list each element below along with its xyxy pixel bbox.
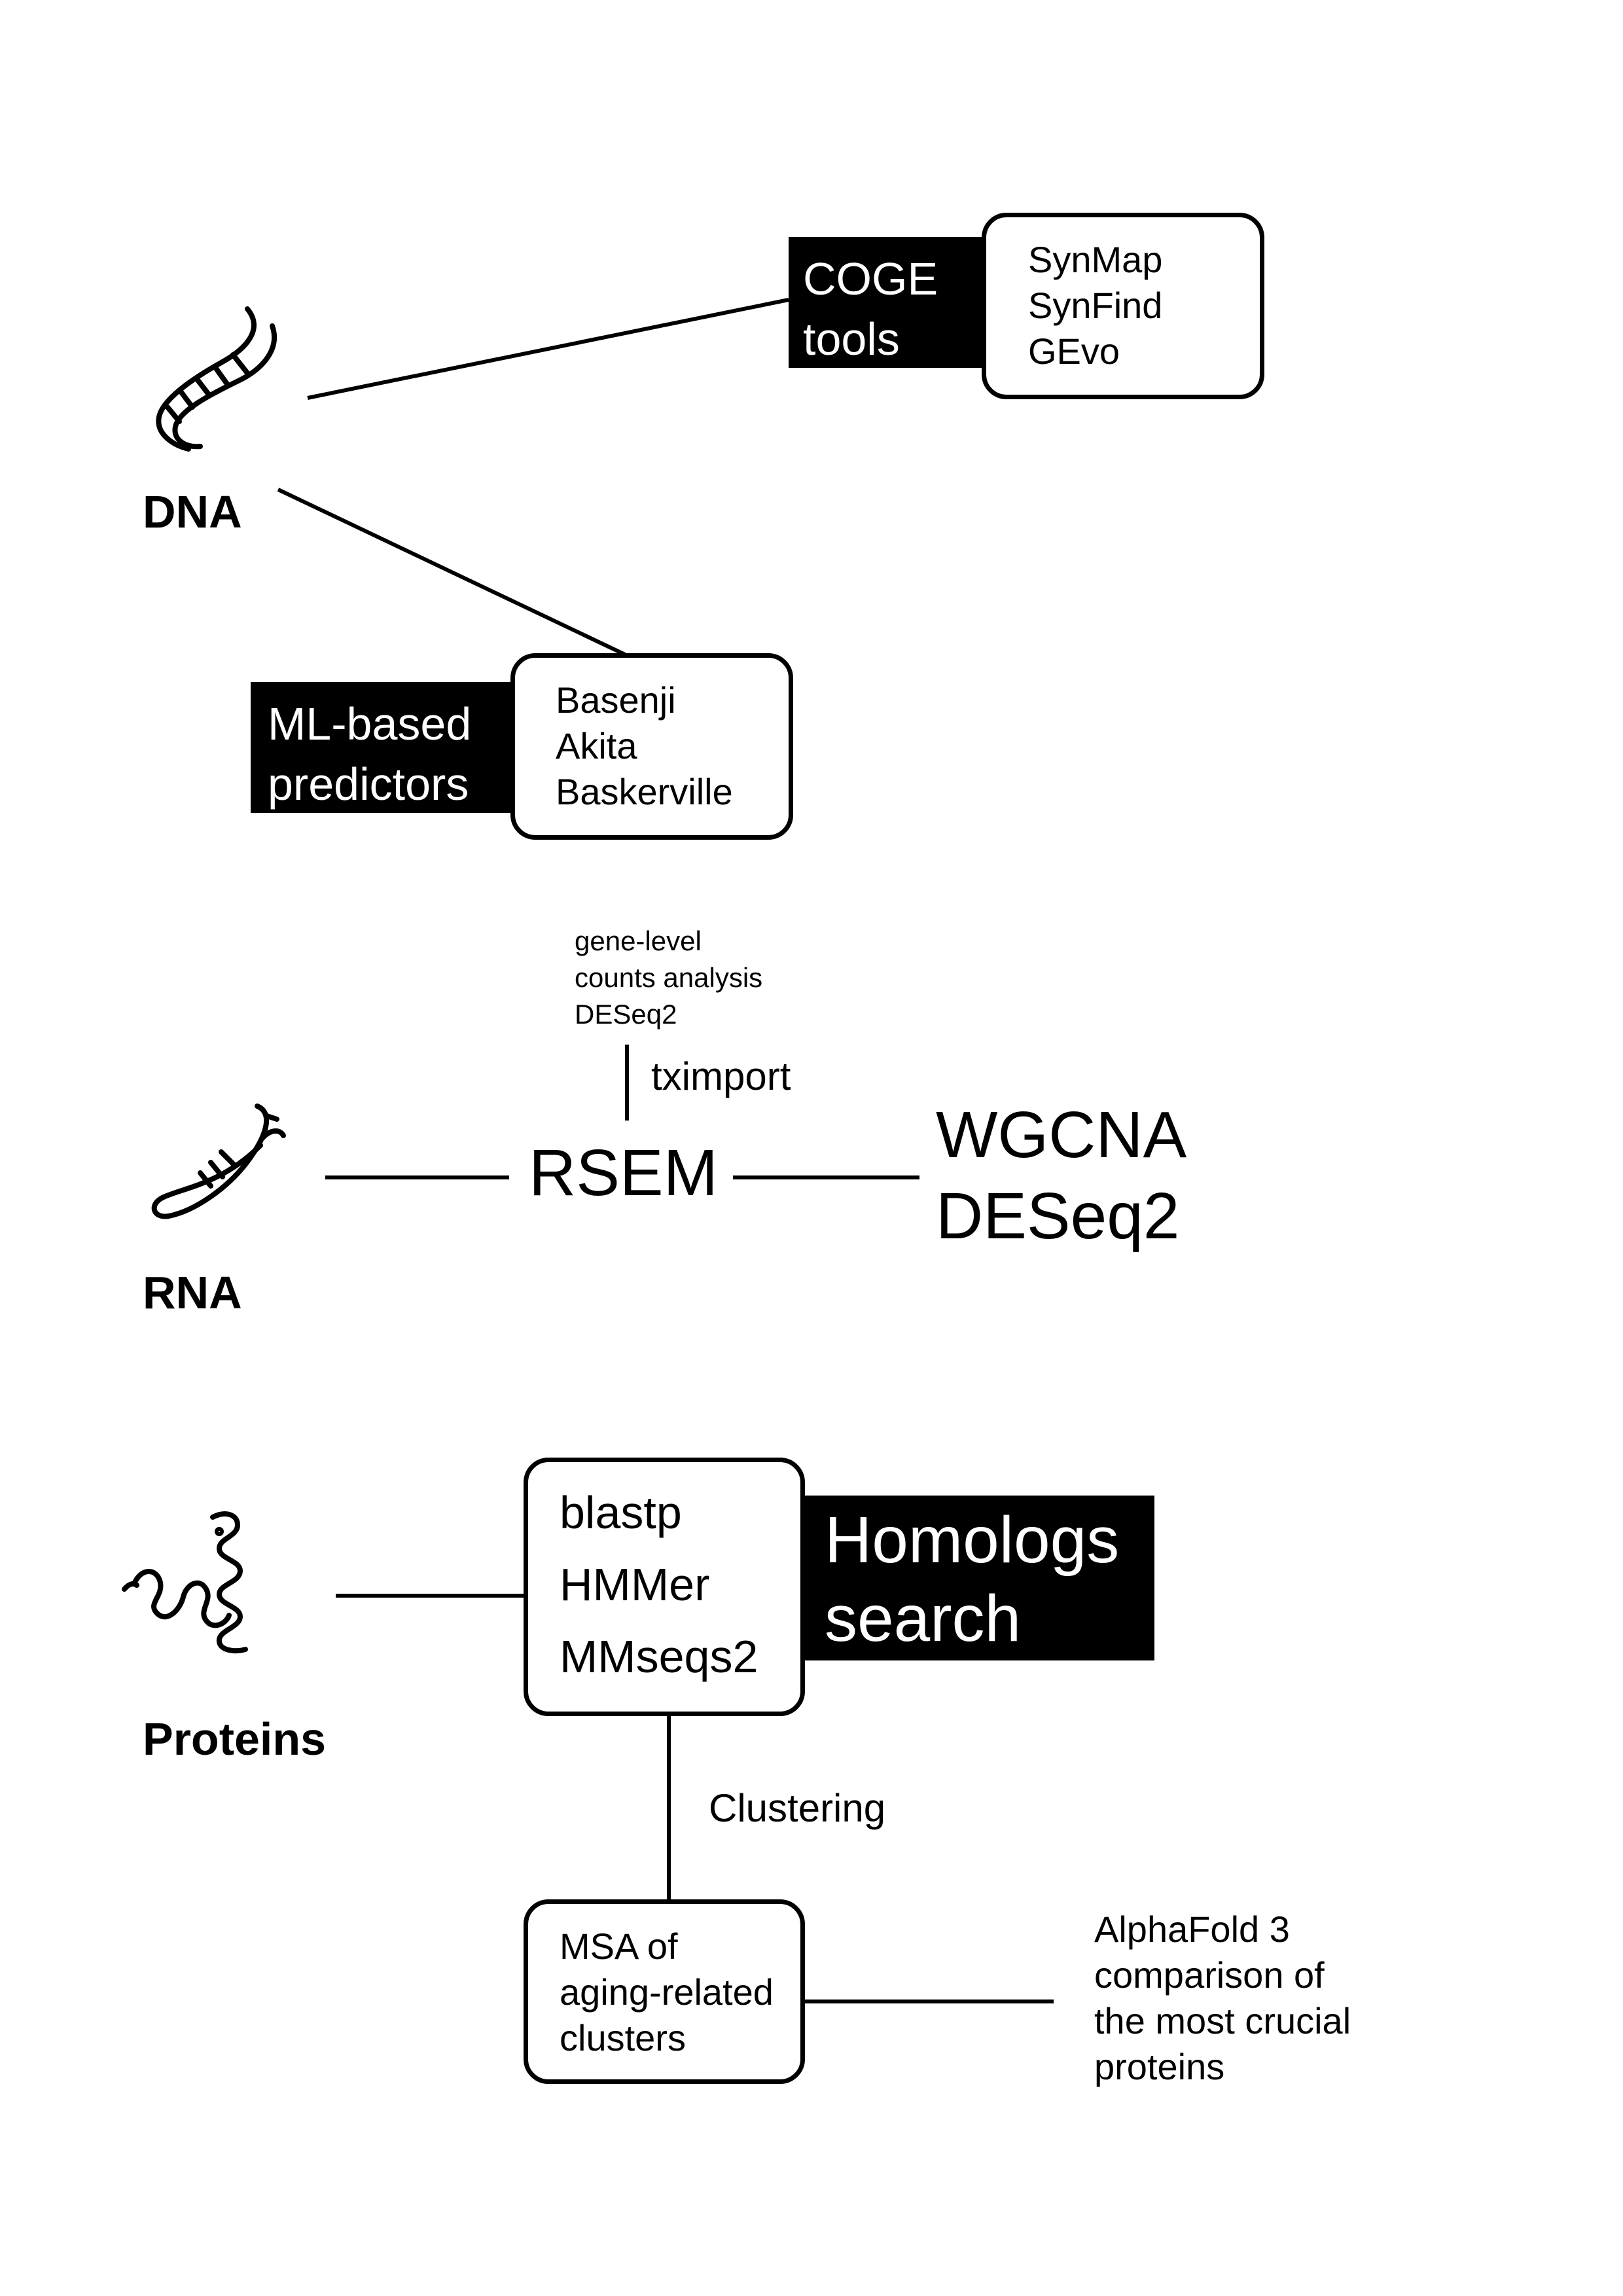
rna-strand-icon <box>151 1103 286 1219</box>
rna-output-item: WGCNA <box>936 1098 1187 1172</box>
homologs-tag-line-2: search <box>825 1582 1022 1655</box>
tximport-label: tximport <box>651 1054 791 1098</box>
alphafold-line: AlphaFold 3 <box>1094 1909 1290 1950</box>
msa-line: clusters <box>560 2017 686 2058</box>
search-tool-item: HMMer <box>560 1559 710 1610</box>
rna-output-item: DESeq2 <box>936 1179 1180 1253</box>
alphafold-line: the most crucial <box>1094 2000 1351 2041</box>
ml-tool-item: Basenji <box>556 679 676 721</box>
dna-label: DNA <box>143 486 242 537</box>
proteins-label: Proteins <box>143 1713 327 1765</box>
ml-tag-line-1: ML-based <box>268 698 472 749</box>
ml-predictors-box: Basenji Akita Baskerville <box>510 653 793 840</box>
clustering-label: Clustering <box>709 1786 886 1830</box>
protein-helix-icon <box>122 1511 248 1654</box>
dna-double-helix-icon <box>156 306 277 452</box>
ml-tool-item: Akita <box>556 725 637 766</box>
alphafold-line: proteins <box>1094 2046 1225 2087</box>
rna-outputs: WGCNA DESeq2 <box>936 1094 1186 1257</box>
msa-line: MSA of <box>560 1926 678 1967</box>
alphafold-note: AlphaFold 3 comparison of the most cruci… <box>1094 1907 1351 2090</box>
coge-tag-line-1: COGE <box>803 253 938 304</box>
rsem-hub-label: RSEM <box>529 1136 718 1210</box>
dna-to-coge-line <box>307 298 789 400</box>
alphafold-line: comparison of <box>1094 1954 1325 1996</box>
rna-upstream-note: gene-level counts analysis DESeq2 <box>575 923 762 1033</box>
coge-tools-box: SynMap SynFind GEvo <box>982 213 1264 399</box>
rna-label: RNA <box>143 1267 242 1318</box>
homolog-search-tools-box: blastp HMMer MMseqs2 <box>524 1458 805 1716</box>
coge-tool-item: GEvo <box>1028 331 1120 372</box>
upstream-note-line: counts analysis <box>575 962 763 993</box>
homologs-tag-line-1: Homologs <box>825 1503 1120 1577</box>
coge-tag-line-2: tools <box>803 314 900 365</box>
search-tool-item: MMseqs2 <box>560 1631 758 1682</box>
ml-predictors-tag: ML-based predictors <box>251 682 512 813</box>
homologs-search-tag: Homologs search <box>802 1496 1154 1660</box>
ml-tool-item: Baskerville <box>556 771 733 812</box>
search-tool-item: blastp <box>560 1487 682 1538</box>
msa-clusters-box: MSA of aging-related clusters <box>524 1899 805 2084</box>
msa-line: aging-related <box>560 1971 774 2013</box>
dna-to-ml-line <box>277 488 626 656</box>
coge-tools-tag: COGE tools <box>789 237 985 368</box>
upstream-note-line: gene-level <box>575 925 702 956</box>
upstream-note-line: DESeq2 <box>575 999 677 1030</box>
ml-tag-line-2: predictors <box>268 759 469 810</box>
coge-tool-item: SynMap <box>1028 239 1163 280</box>
coge-tool-item: SynFind <box>1028 285 1163 326</box>
